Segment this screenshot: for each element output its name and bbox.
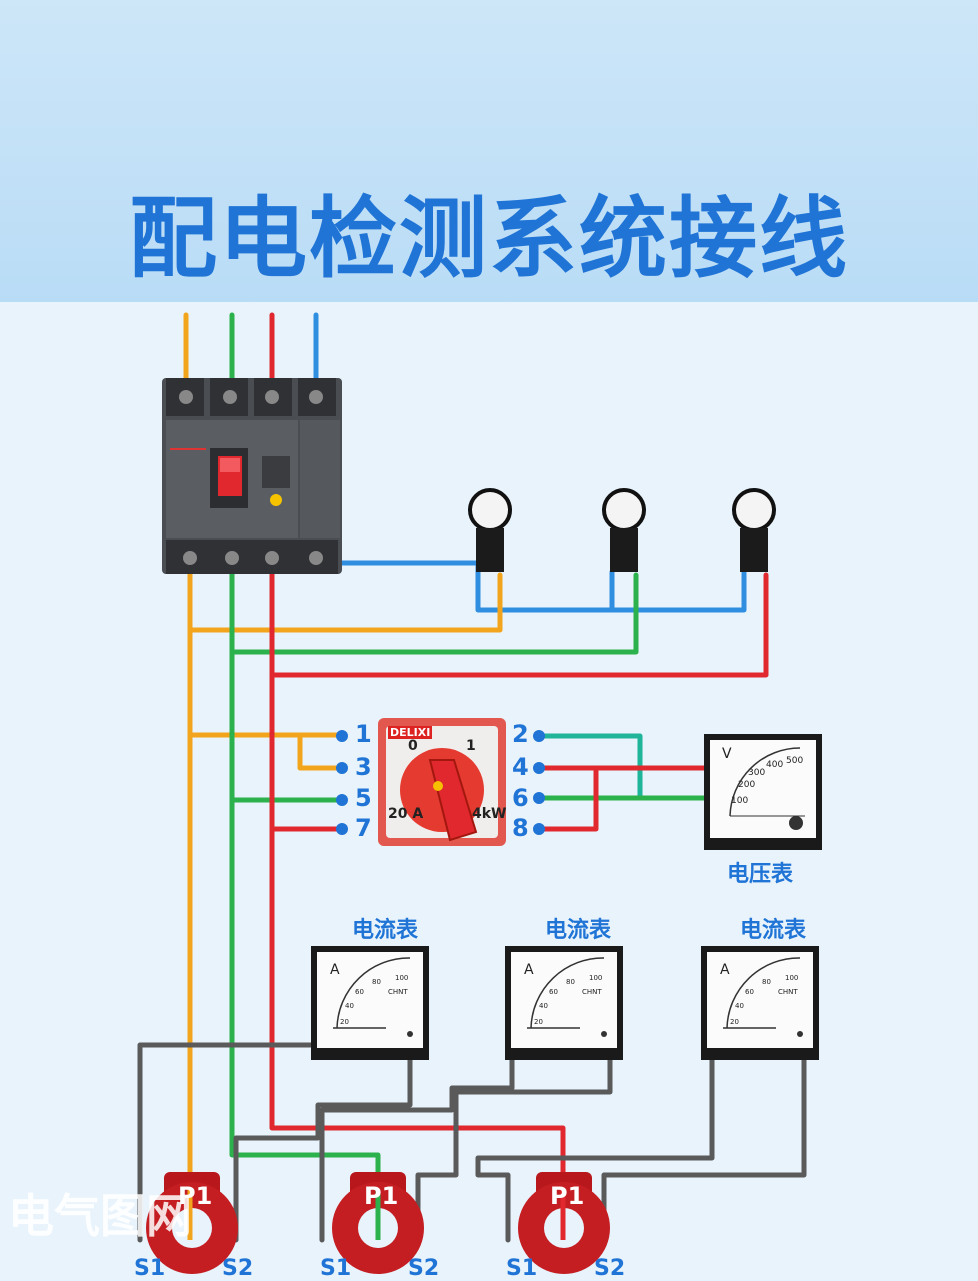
ammeter-2-tick-100: 100 (589, 974, 603, 982)
switch-pos-0: 0 (408, 738, 418, 754)
voltmeter-label: 电压表 (727, 862, 794, 887)
ammeter-3-tick-20: 20 (730, 1018, 739, 1026)
ammeter-1-unit: A (330, 962, 340, 978)
watermark: 电气图网 (8, 1189, 192, 1243)
wire-a-lamp (187, 572, 503, 633)
ct3-p1-label: P1 (550, 1182, 585, 1210)
voltmeter-unit: V (722, 746, 732, 762)
ammeter-3-brand: CHNT (778, 988, 798, 996)
ammeter-3-tick-40: 40 (735, 1002, 744, 1010)
terminal-1: 1 (355, 720, 372, 748)
ammeter-2-tick-20: 20 (534, 1018, 543, 1026)
ct2-p1-label: P1 (364, 1182, 399, 1210)
indicator-lamp-3 (732, 488, 776, 572)
voltmeter-tick-400: 400 (766, 760, 784, 770)
terminal-2: 2 (512, 720, 529, 748)
ammeter-3-tick-60: 60 (745, 988, 754, 996)
ct2-s2-label: S2 (408, 1256, 440, 1281)
ammeter-2-tick-40: 40 (539, 1002, 548, 1010)
terminal-7: 7 (355, 814, 372, 842)
ammeter-2-tick-80: 80 (566, 978, 575, 986)
ammeter-1-tick-60: 60 (355, 988, 364, 996)
voltmeter-tick-300: 300 (748, 768, 766, 778)
switch-brand-logo: DELIXI (388, 726, 433, 739)
ammeter-2-tick-60: 60 (549, 988, 558, 996)
terminal-8: 8 (512, 814, 529, 842)
circuit-breaker (162, 378, 342, 574)
ammeter-3-unit: A (720, 962, 730, 978)
rotary-switch (378, 718, 506, 846)
wire-ct1-s1 (137, 1042, 317, 1243)
ammeter-1-tick-100: 100 (395, 974, 409, 982)
terminal-4: 4 (512, 753, 529, 781)
switch-rating-power: 4kW (472, 806, 507, 822)
wire-ct2-s1 (319, 1055, 515, 1243)
ammeter-3 (701, 946, 819, 1060)
ct3-s1-label: S1 (506, 1256, 538, 1281)
wire-c-lamp (269, 572, 769, 678)
voltmeter-tick-100: 100 (731, 796, 749, 806)
ammeter-2 (505, 946, 623, 1060)
switch-rating-current: 20 A (388, 806, 424, 822)
ammeter-2-unit: A (524, 962, 534, 978)
ct3-s2-label: S2 (594, 1256, 626, 1281)
ct1-s1-label: S1 (134, 1256, 166, 1281)
wire-ct1-s2 (233, 1055, 413, 1243)
terminal-5: 5 (355, 784, 372, 812)
ammeter-3-tick-100: 100 (785, 974, 799, 982)
ammeter-3-tick-80: 80 (762, 978, 771, 986)
terminal-6: 6 (512, 784, 529, 812)
ammeter-2-label: 电流表 (545, 918, 612, 943)
wire-t8 (537, 765, 599, 832)
ammeter-1 (311, 946, 429, 1060)
voltmeter (704, 734, 822, 850)
wire-ct3-s2 (601, 1055, 807, 1243)
ammeter-1-brand: CHNT (388, 988, 408, 996)
terminal-3: 3 (355, 753, 372, 781)
wire-neutral-lamps (307, 560, 747, 613)
ammeter-1-tick-80: 80 (372, 978, 381, 986)
ammeter-3-label: 电流表 (740, 918, 807, 943)
wire-b-lamp (229, 572, 639, 655)
indicator-lamp-2 (602, 488, 646, 572)
switch-pos-1: 1 (466, 738, 476, 754)
wire-ct3-s1 (475, 1055, 715, 1243)
ct2-s1-label: S1 (320, 1256, 352, 1281)
header-banner (0, 0, 978, 302)
ct1-s2-label: S2 (222, 1256, 254, 1281)
voltmeter-tick-500: 500 (786, 756, 804, 766)
page-title: 配电检测系统接线 (128, 187, 849, 290)
ammeter-1-tick-20: 20 (340, 1018, 349, 1026)
voltmeter-tick-200: 200 (738, 780, 756, 790)
indicator-lamp-1 (468, 488, 512, 572)
wire-ct2-s2 (415, 1055, 613, 1243)
ammeter-1-label: 电流表 (352, 918, 419, 943)
switch-terminal-dots (336, 730, 545, 835)
ammeter-1-tick-40: 40 (345, 1002, 354, 1010)
ammeter-2-brand: CHNT (582, 988, 602, 996)
wire-a-t3 (297, 732, 343, 771)
ct1-p1-label: P1 (178, 1182, 213, 1210)
